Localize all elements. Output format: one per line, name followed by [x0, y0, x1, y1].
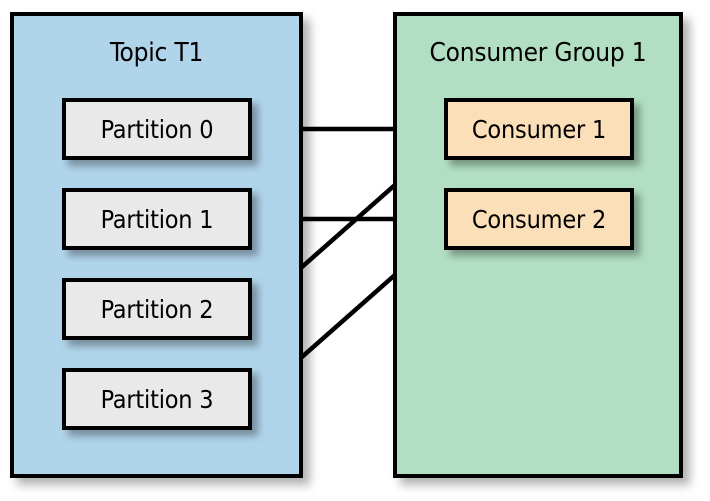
partition-node-2[interactable]: Partition 2 [62, 278, 252, 340]
consumer-node-2[interactable]: Consumer 2 [444, 188, 634, 250]
consumer-group-panel-title: Consumer Group 1 [429, 38, 647, 68]
consumer-node-1[interactable]: Consumer 1 [444, 98, 634, 160]
partition-node-1[interactable]: Partition 1 [62, 188, 252, 250]
topic-panel-title: Topic T1 [109, 38, 204, 68]
partition-node-0[interactable]: Partition 0 [62, 98, 252, 160]
partition-node-3[interactable]: Partition 3 [62, 368, 252, 430]
